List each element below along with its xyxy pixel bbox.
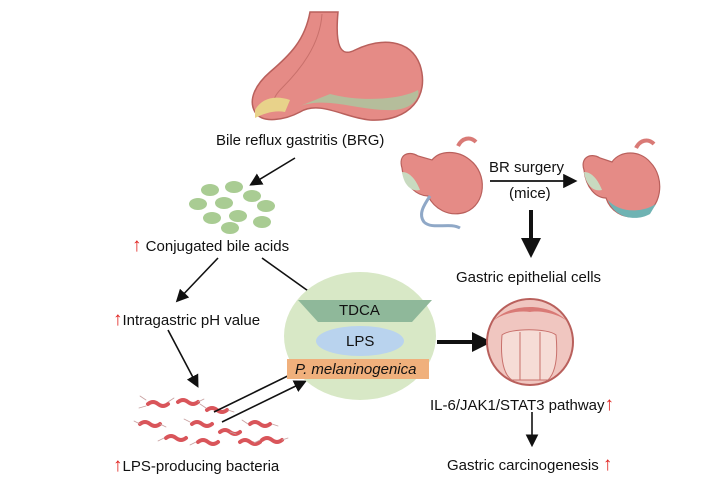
bile-acid-dots-icon	[189, 181, 275, 234]
gastric-carcinogenesis-text: Gastric carcinogenesis	[447, 457, 599, 474]
mice-label: (mice)	[509, 185, 551, 202]
up-arrow-icon: ↑	[113, 455, 123, 476]
up-arrow-icon: ↑	[604, 394, 615, 415]
tdca-shape	[298, 300, 432, 322]
lps-shape	[316, 326, 404, 356]
epithelium-icon	[486, 298, 574, 386]
up-arrow-icon: ↑	[132, 235, 142, 256]
mouse-stomach-icon	[400, 136, 483, 230]
conjugated-bile-acids-label: ↑ Conjugated bile acids	[132, 236, 289, 255]
il6-pathway-label: IL-6/JAK1/STAT3 pathway↑	[430, 395, 614, 414]
bacteria-icon	[133, 395, 289, 446]
up-arrow-icon: ↑	[602, 454, 613, 475]
lps-producing-bacteria-label: ↑LPS-producing bacteria	[113, 456, 279, 475]
lps-label: LPS	[346, 333, 375, 350]
p-melaninogenica-label: P. melaninogenica	[295, 361, 417, 378]
lps-producing-bacteria-text: LPS-producing bacteria	[122, 458, 280, 475]
mouse-stomach-icon	[582, 138, 661, 218]
up-arrow-icon: ↑	[113, 309, 123, 330]
gastric-carcinogenesis-label: Gastric carcinogenesis ↑	[447, 455, 612, 474]
intragastric-ph-text: Intragastric pH value	[122, 312, 261, 329]
br-surgery-label: BR surgery	[489, 159, 565, 176]
il6-pathway-text: IL-6/JAK1/STAT3 pathway	[430, 397, 605, 414]
brg-label: Bile reflux gastritis (BRG)	[216, 132, 385, 149]
gastric-epithelial-cells-label: Gastric epithelial cells	[456, 269, 602, 286]
tdca-label: TDCA	[339, 302, 380, 319]
pmel-shape	[287, 359, 429, 379]
conjugated-bile-acids-text: Conjugated bile acids	[145, 238, 290, 255]
intragastric-ph-label: ↑Intragastric pH value	[113, 310, 260, 329]
stomach-icon	[251, 11, 424, 121]
